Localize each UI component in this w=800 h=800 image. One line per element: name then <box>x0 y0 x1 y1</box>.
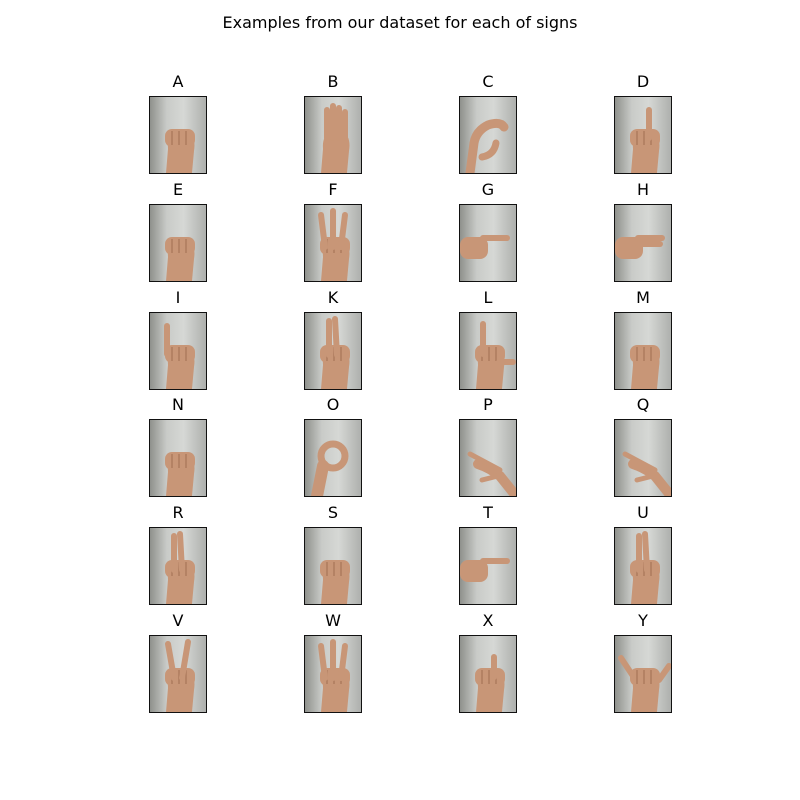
figure-title: Examples from our dataset for each of si… <box>222 13 578 32</box>
sign-label: C <box>482 72 494 91</box>
hand-fist-icon <box>320 560 350 604</box>
hand-point-sideways-icon <box>460 558 510 582</box>
sign-label: M <box>636 288 650 307</box>
hand-three-fingers-up-icon <box>318 639 350 712</box>
sign-photo <box>149 419 207 497</box>
hand-fingers-curled-icon <box>165 237 195 281</box>
sign-photo <box>614 204 672 282</box>
hand-flat-fingers-up-icon <box>321 103 350 173</box>
sign-label: R <box>172 503 184 522</box>
sign-photo <box>459 419 517 497</box>
sign-photo <box>304 96 362 174</box>
hand-v-sign-icon <box>165 639 195 712</box>
sign-photo <box>459 635 517 713</box>
hand-fist-icon <box>165 452 195 496</box>
sign-label: P <box>483 395 493 414</box>
sign-label: H <box>636 180 650 199</box>
sign-label: U <box>637 503 649 522</box>
sign-label: T <box>483 503 493 522</box>
sign-photo <box>459 96 517 174</box>
sign-photo <box>304 204 362 282</box>
sign-photo <box>614 527 672 605</box>
hand-point-sideways-icon <box>460 235 510 259</box>
sign-label: V <box>172 611 184 630</box>
hand-point-down-icon <box>622 451 671 496</box>
hand-pinky-up-icon <box>164 323 195 389</box>
sign-label: I <box>175 288 181 307</box>
sign-label: L <box>483 288 493 307</box>
sign-photo <box>459 312 517 390</box>
sign-label: D <box>636 72 650 91</box>
sign-label: G <box>481 180 495 199</box>
hand-three-fingers-up-icon <box>318 208 350 281</box>
sign-photo <box>149 312 207 390</box>
sign-photo <box>304 527 362 605</box>
hand-l-shape-icon <box>475 321 516 389</box>
sign-photo <box>459 527 517 605</box>
sign-photo <box>614 635 672 713</box>
sign-photo <box>614 419 672 497</box>
hand-two-fingers-together-icon <box>630 531 660 604</box>
sign-label: B <box>327 72 339 91</box>
sign-label: W <box>325 611 341 630</box>
hand-two-fingers-up-icon <box>320 316 350 389</box>
sign-photo <box>149 635 207 713</box>
sign-label: E <box>172 180 184 199</box>
sign-photo <box>614 96 672 174</box>
sign-photo <box>304 635 362 713</box>
sign-label: S <box>327 503 339 522</box>
sign-label: A <box>172 72 184 91</box>
hand-fist-icon <box>630 345 660 389</box>
sign-photo <box>149 204 207 282</box>
sign-label: F <box>328 180 338 199</box>
sign-label: N <box>172 395 184 414</box>
sign-photo <box>304 419 362 497</box>
sign-photo <box>304 312 362 390</box>
sign-label: K <box>327 288 339 307</box>
hand-y-shape-icon <box>618 655 671 712</box>
sign-photo <box>149 96 207 174</box>
sign-label: O <box>326 395 340 414</box>
hand-point-down-sideways-icon <box>467 451 516 496</box>
hand-crossed-fingers-icon <box>165 531 195 604</box>
hand-two-fingers-sideways-icon <box>615 235 665 259</box>
sign-photo <box>459 204 517 282</box>
hand-o-circle-icon <box>311 440 349 496</box>
hand-index-up-icon <box>630 107 660 173</box>
sign-photo <box>614 312 672 390</box>
sign-label: Q <box>636 395 650 414</box>
sign-label: X <box>482 611 494 630</box>
sign-label: Y <box>638 611 648 630</box>
hand-c-curve-icon <box>465 118 509 173</box>
sign-photo <box>149 527 207 605</box>
hand-fist-thumb-side-icon <box>165 129 195 173</box>
hand-hooked-index-icon <box>475 654 505 712</box>
